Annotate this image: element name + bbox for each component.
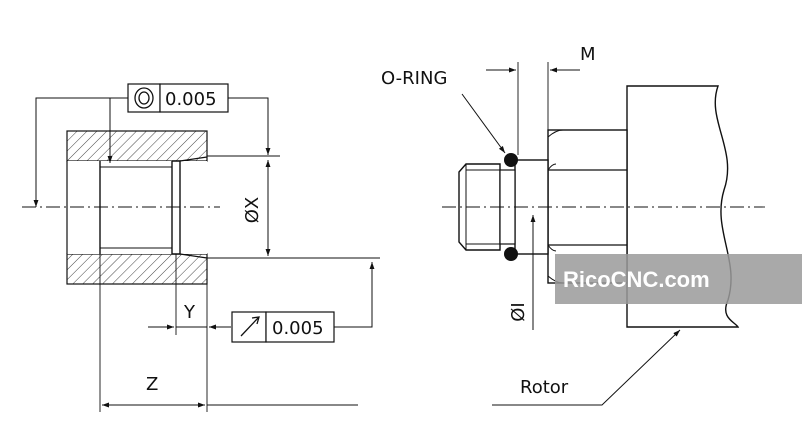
oring-bottom	[504, 247, 518, 261]
dim-m-label: M	[580, 44, 596, 65]
watermark-band	[555, 254, 802, 304]
rotor-label: Rotor	[520, 377, 569, 398]
dia-x-dimension: ØX	[207, 155, 380, 259]
runout-callout: 0.005	[231, 262, 375, 343]
bore	[67, 161, 207, 254]
m-dimension: M	[486, 44, 596, 155]
circular-runout-icon	[240, 316, 260, 337]
oring-top	[504, 153, 518, 167]
y-z-dimensions: Y Z	[99, 254, 358, 412]
runout-value: 0.005	[272, 318, 324, 339]
dim-y-label: Y	[183, 302, 196, 323]
watermark: RicoCNC.com	[555, 254, 802, 304]
dia-i-dimension: ØI	[508, 215, 536, 330]
lower-wall-hatch	[66, 253, 208, 285]
concentricity-callout: 0.005	[33, 83, 271, 207]
concentricity-value: 0.005	[165, 89, 217, 110]
oring-callout: O-RING	[381, 68, 506, 154]
dia-i-label: ØI	[508, 302, 529, 321]
dia-x-label: ØX	[242, 197, 263, 224]
rotor-callout: Rotor	[492, 329, 681, 406]
dim-z-label: Z	[146, 374, 158, 395]
oring-label: O-RING	[381, 68, 447, 89]
concentricity-icon	[134, 87, 154, 109]
upper-wall-hatch	[66, 130, 208, 162]
hole-section-view	[22, 130, 220, 285]
watermark-text: RicoCNC.com	[563, 267, 710, 292]
